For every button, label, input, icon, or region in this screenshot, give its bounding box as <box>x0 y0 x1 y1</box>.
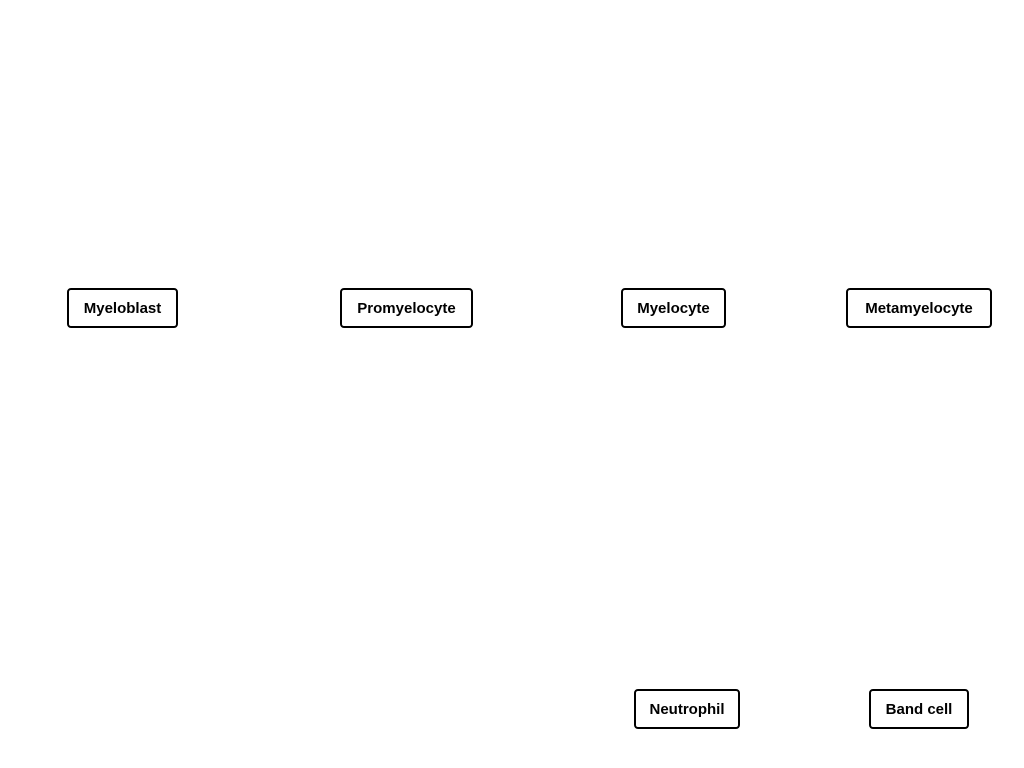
node-neutrophil: Neutrophil <box>634 689 740 729</box>
node-myelocyte: Myelocyte <box>621 288 726 328</box>
node-band-cell: Band cell <box>869 689 969 729</box>
node-promyelocyte: Promyelocyte <box>340 288 473 328</box>
node-metamyelocyte: Metamyelocyte <box>846 288 992 328</box>
node-myeloblast: Myeloblast <box>67 288 178 328</box>
